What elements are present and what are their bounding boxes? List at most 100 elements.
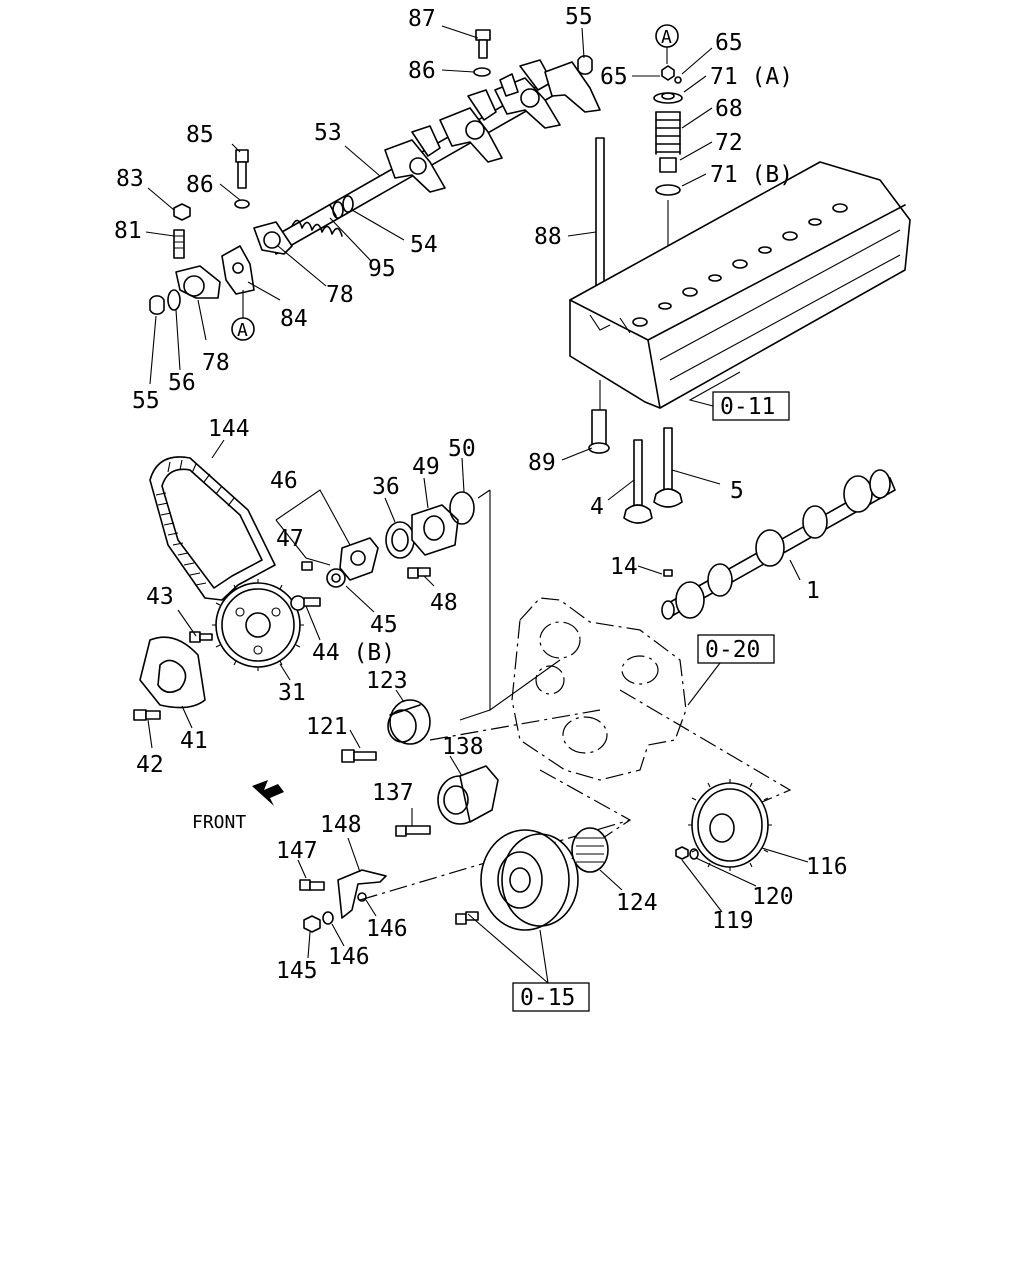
label-121: 121 bbox=[306, 714, 348, 740]
o-ring-50 bbox=[449, 491, 475, 525]
label-1: 1 bbox=[806, 578, 820, 604]
label-14: 14 bbox=[610, 554, 638, 580]
label-45: 45 bbox=[370, 612, 398, 638]
label-71a: 71 (A) bbox=[710, 64, 793, 90]
label-120: 120 bbox=[752, 884, 794, 910]
label-144: 144 bbox=[208, 416, 250, 442]
bolt-44b bbox=[290, 595, 321, 611]
label-47: 47 bbox=[276, 526, 304, 552]
label-42: 42 bbox=[136, 752, 164, 778]
label-65: 65 bbox=[715, 30, 743, 56]
bolt-pulley bbox=[455, 911, 479, 925]
camshaft-sprocket-31 bbox=[212, 579, 304, 671]
label-138: 138 bbox=[442, 734, 484, 760]
nut-119 bbox=[675, 846, 689, 860]
front-label: FRONT bbox=[192, 812, 246, 833]
label-46: 46 bbox=[270, 468, 298, 494]
tensioner-pulley-138 bbox=[437, 765, 499, 825]
sprocket-cover-41 bbox=[139, 636, 206, 709]
label-5: 5 bbox=[730, 478, 744, 504]
label-78: 78 bbox=[326, 282, 354, 308]
label-50: 50 bbox=[448, 436, 476, 462]
rocker-shaft-bracket-84 bbox=[221, 245, 255, 295]
washer-146 bbox=[322, 892, 367, 925]
label-123: 123 bbox=[366, 668, 408, 694]
adjusting-screw-81 bbox=[173, 229, 185, 259]
label-116: 116 bbox=[806, 854, 848, 880]
svg-text:A: A bbox=[237, 320, 248, 341]
label-54: 54 bbox=[410, 232, 438, 258]
label-55: 55 bbox=[565, 4, 593, 30]
washer-120 bbox=[689, 848, 699, 860]
label-119: 119 bbox=[712, 908, 754, 934]
label-148: 148 bbox=[320, 812, 362, 838]
label-86: 86 bbox=[186, 172, 214, 198]
label-53: 53 bbox=[314, 120, 342, 146]
hub-45-46 bbox=[326, 537, 379, 588]
label-43: 43 bbox=[146, 584, 174, 610]
label-147: 147 bbox=[276, 838, 318, 864]
label-71b: 71 (B) bbox=[710, 162, 793, 188]
valve-keeper-65 bbox=[661, 65, 682, 84]
rocker-arm-front-78 bbox=[175, 221, 293, 299]
leader-lines bbox=[145, 25, 809, 959]
nut-145 bbox=[303, 915, 321, 933]
bolt-85 bbox=[235, 149, 249, 189]
part-labels: 87 55 86 53 85 83 86 81 54 95 78 84 78 5… bbox=[114, 4, 848, 984]
pin-47 bbox=[301, 561, 313, 571]
bolt-42 bbox=[133, 709, 161, 721]
bolt-137 bbox=[395, 825, 431, 837]
label-55: 55 bbox=[132, 388, 160, 414]
spring-seat-71b bbox=[655, 184, 681, 196]
bolt-48 bbox=[407, 567, 431, 579]
ring-56 bbox=[167, 289, 181, 311]
front-arrow-icon bbox=[252, 780, 284, 806]
label-86: 86 bbox=[408, 58, 436, 84]
label-84: 84 bbox=[280, 306, 308, 332]
label-146: 146 bbox=[366, 916, 408, 942]
key-14 bbox=[663, 569, 673, 577]
cap-55 bbox=[149, 55, 593, 315]
label-68: 68 bbox=[715, 96, 743, 122]
push-rod-88 bbox=[595, 137, 605, 297]
label-72: 72 bbox=[715, 130, 743, 156]
label-124: 124 bbox=[616, 890, 658, 916]
gear-116 bbox=[688, 779, 772, 871]
label-36: 36 bbox=[372, 474, 400, 500]
cylinder-head bbox=[569, 161, 911, 409]
exhaust-valve-5 bbox=[653, 427, 683, 508]
tensioner-body-49 bbox=[411, 504, 459, 556]
label-87: 87 bbox=[408, 6, 436, 32]
crank-pulley bbox=[480, 829, 579, 931]
bolt-43 bbox=[189, 631, 213, 643]
bolt-121 bbox=[341, 749, 377, 763]
timing-belt-144 bbox=[149, 456, 276, 601]
label-81: 81 bbox=[114, 218, 142, 244]
spring-retainer-71a bbox=[653, 92, 683, 104]
circle-mark-left: A bbox=[231, 290, 255, 341]
label-78: 78 bbox=[202, 350, 230, 376]
label-48: 48 bbox=[430, 590, 458, 616]
label-44b: 44 (B) bbox=[312, 640, 395, 666]
valve-guide-89 bbox=[588, 409, 610, 454]
svg-text:0-15: 0-15 bbox=[520, 985, 575, 1011]
svg-text:0-20: 0-20 bbox=[705, 637, 760, 663]
bracket-148 bbox=[337, 869, 387, 919]
circle-mark-top: A bbox=[655, 24, 679, 64]
bolt-87 bbox=[475, 29, 491, 59]
label-95: 95 bbox=[368, 256, 396, 282]
label-4: 4 bbox=[590, 494, 604, 520]
label-41: 41 bbox=[180, 728, 208, 754]
valve-seal-72 bbox=[659, 157, 677, 173]
svg-text:0-11: 0-11 bbox=[720, 394, 775, 420]
crank-sprocket-124 bbox=[571, 827, 609, 873]
label-49: 49 bbox=[412, 454, 440, 480]
ref-box-pulley: 0-15 bbox=[467, 913, 590, 1012]
label-89: 89 bbox=[528, 450, 556, 476]
label-65: 65 bbox=[600, 64, 628, 90]
label-146: 146 bbox=[328, 944, 370, 970]
rocker-spring-54 bbox=[291, 195, 354, 237]
ref-box-case: 0-20 bbox=[687, 634, 775, 706]
intake-valve-4 bbox=[623, 439, 653, 524]
label-88: 88 bbox=[534, 224, 562, 250]
